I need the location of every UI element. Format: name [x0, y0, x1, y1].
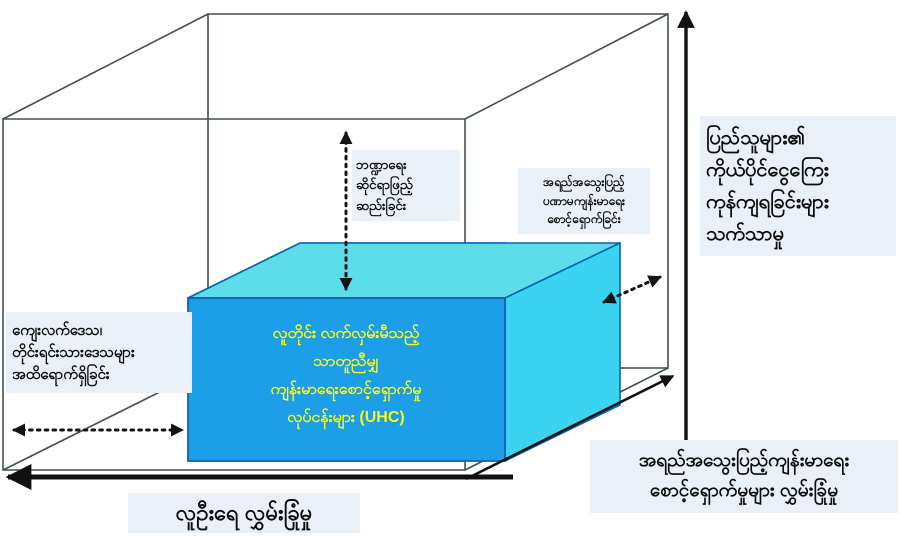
- cube-front-face: [187, 297, 506, 462]
- connector-arrows: [12, 131, 662, 437]
- depth-axis-arrow: [465, 374, 675, 481]
- label-service-coverage: အရည်အသွေးပြည့်ကျန်းမာရေး စောင့်ရှောက်မှု…: [590, 440, 898, 513]
- wireframe-edge-top-left: [2, 13, 209, 120]
- quality-dotted-arrow: [602, 275, 662, 304]
- wireframe-edge-top-right: [464, 13, 669, 120]
- axis-arrows: [5, 10, 695, 490]
- label-rural-ethnic-reach: ကျေးလက်ဒေသ၊ တိုင်းရင်းသားဒေသများ အထိရောက…: [6, 312, 192, 394]
- label-out-of-pocket-reduction: ပြည်သူများ၏ ကိုယ်ပိုင်ငွေကြေး ကုန်ကျရခြင…: [700, 116, 896, 256]
- label-population-coverage: လူဦးရေ လွှမ်းခြုံမှု: [128, 493, 360, 533]
- label-quality-primary-care: အရည်အသွေးပြည့် ပဏာမကျန်းမာရေး စောင့်ရှော…: [518, 168, 650, 234]
- label-financing: ဘဏ္ဍာရေး ဆိုင်ရာဖြည့် ဆည်းခြင်း: [352, 150, 460, 221]
- uhc-cube: [187, 241, 621, 463]
